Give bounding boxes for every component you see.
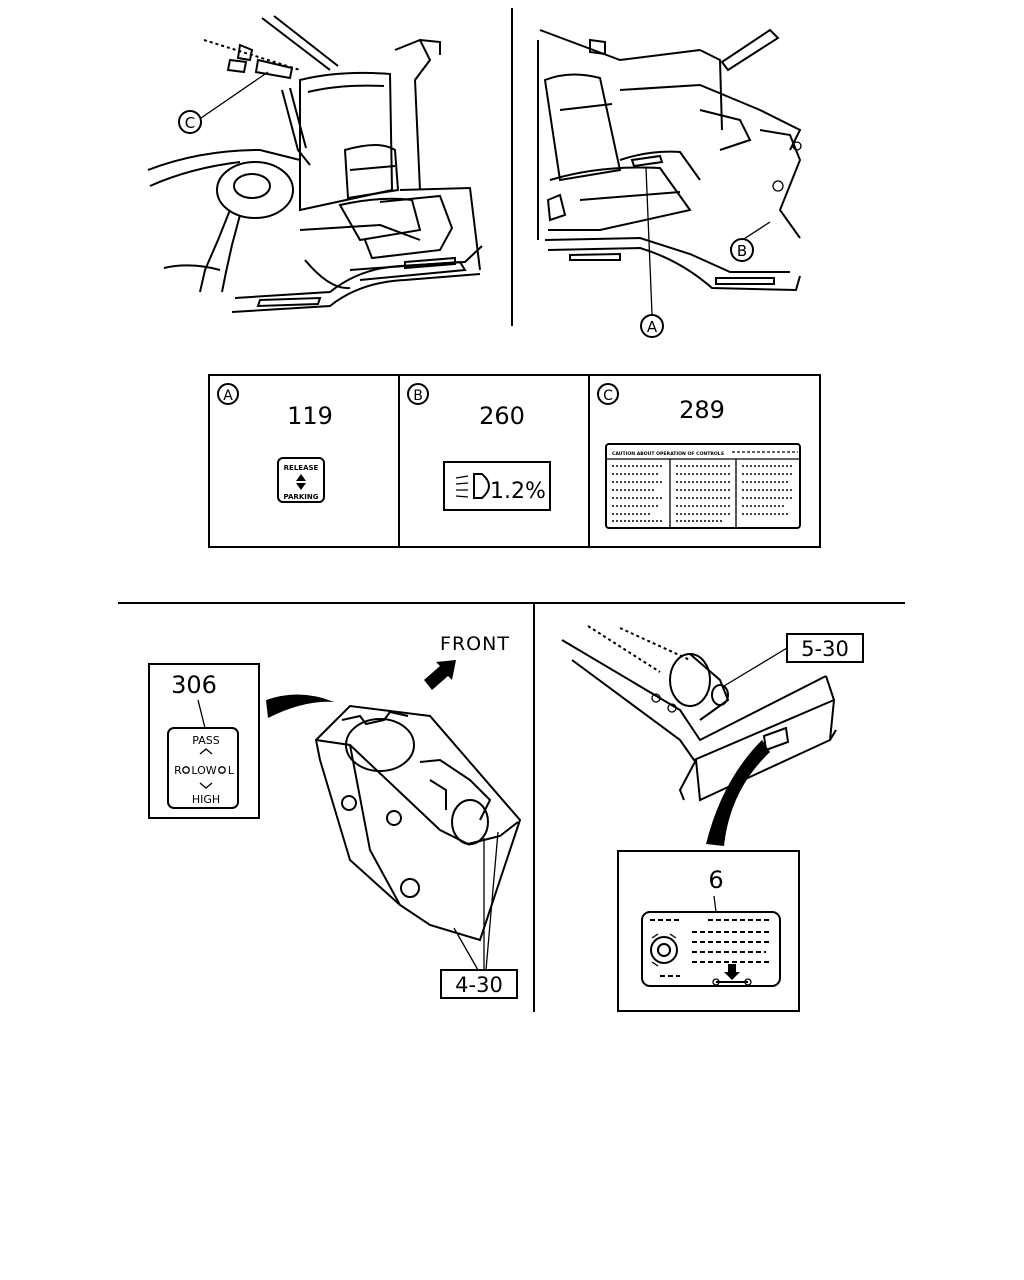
parking-text: PARKING [284,493,319,501]
r-text: R [174,764,182,777]
cell-label-289: C 289 CAUTION ABOUT OPERATION OF CONTROL… [597,383,801,529]
callout-b-table: B [413,388,423,404]
low-text: LOW [191,764,216,777]
ref-5-30: 5-30 [801,637,849,661]
cab-interior-right-view: A B [537,28,802,338]
callout-c-top: C [185,114,195,132]
switch-assembly-view: FRONT 306 PASS R LOW L HIGH [148,633,522,999]
cell-label-119: A 119 RELEASE PARKING [217,383,333,503]
headlamp-icon [455,473,490,499]
label-6-text-lines [650,919,772,977]
hose-reel-icon [650,933,678,967]
label-table: A 119 RELEASE PARKING B 260 1.2% C 289 [208,374,821,548]
callout-a-table: A [223,388,233,404]
aim-percent-text: 1.2% [490,479,546,504]
high-text: HIGH [192,793,220,806]
cab-interior-left-view: C [147,15,483,313]
pointer-arrow-6 [706,740,770,846]
front-text: FRONT [440,633,510,655]
callout-b-top: B [737,242,747,260]
pointer-arrow-306 [266,694,334,718]
caution-header-text: CAUTION ABOUT OPERATION OF CONTROLS [612,451,724,457]
front-arrow-icon [424,660,456,690]
part-number-306: 306 [171,671,217,699]
callout-c-table: C [603,388,613,404]
arrow-down-icon [296,483,306,490]
release-text: RELEASE [284,464,319,472]
frame-label-view: 5-30 6 [561,625,864,1012]
l-text: L [228,764,235,777]
part-number-260: 260 [479,402,525,430]
arrow-up-icon [296,474,306,481]
part-number-6: 6 [708,866,723,894]
cell-label-260: B 260 1.2% [407,383,551,511]
caution-table-body [612,465,794,522]
ref-4-30: 4-30 [455,973,503,997]
pass-text: PASS [192,734,219,747]
part-number-289: 289 [679,396,725,424]
part-number-119: 119 [287,402,333,430]
jack-point-icon [712,964,752,986]
callout-a-top: A [647,318,658,336]
